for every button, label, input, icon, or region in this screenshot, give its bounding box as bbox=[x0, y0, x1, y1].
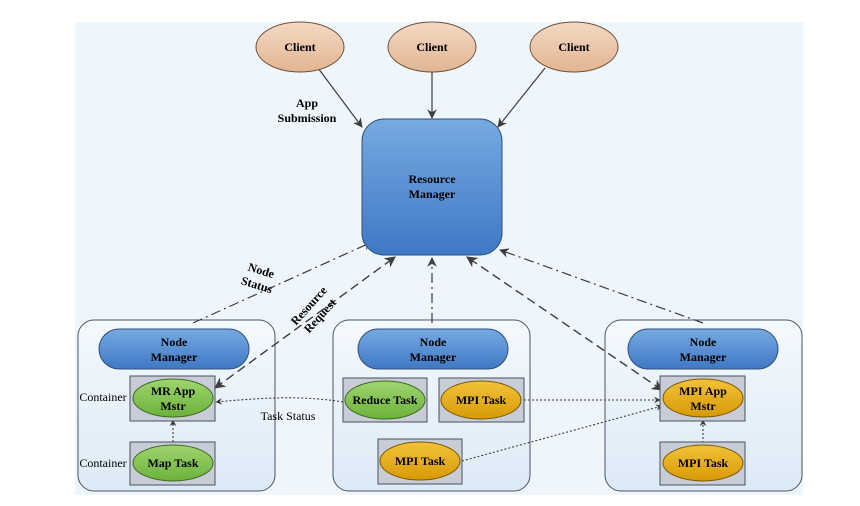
task-status-arrow bbox=[215, 397, 344, 405]
client-2-label: Client bbox=[416, 40, 447, 54]
task-status-label: Task Status bbox=[261, 409, 316, 423]
client-3: Client bbox=[529, 21, 619, 73]
node-manager-1-label-2: Manager bbox=[151, 350, 198, 364]
map-task-label: Map Task bbox=[147, 456, 198, 470]
node-status-arrow-1 bbox=[192, 241, 373, 324]
mr-app-master-label-1: MR App bbox=[151, 384, 196, 398]
node-manager-2-label-2: Manager bbox=[410, 350, 457, 364]
resource-request-arrow-right bbox=[466, 256, 663, 391]
mpi-task-to-master-arrow-2 bbox=[461, 404, 663, 462]
mpi-app-master-container: MPI App Mstr bbox=[659, 375, 746, 422]
client-1-submission-arrow bbox=[317, 67, 363, 128]
mpi-task-node3-label: MPI Task bbox=[678, 456, 729, 470]
resource-manager-label-2: Manager bbox=[409, 187, 456, 201]
node-manager-2-label-1: Node bbox=[420, 335, 447, 349]
reduce-task-label: Reduce Task bbox=[352, 393, 417, 407]
container-label-1: Container bbox=[79, 390, 126, 404]
node-manager-1: Node Manager bbox=[98, 328, 250, 370]
mpi-app-master-label-1: MPI App bbox=[679, 384, 727, 398]
container-label-2: Container bbox=[79, 456, 126, 470]
node-manager-3: Node Manager bbox=[627, 328, 779, 370]
mr-app-master-label-2: Mstr bbox=[160, 399, 186, 413]
app-submission-label-1: App bbox=[296, 96, 318, 110]
resource-manager: Resource Manager bbox=[361, 118, 503, 256]
mpi-task-container-bottom: MPI Task bbox=[377, 438, 463, 485]
mpi-app-master-label-2: Mstr bbox=[690, 399, 716, 413]
mpi-task-container-node3: MPI Task bbox=[659, 441, 746, 486]
reduce-task-container: Reduce Task bbox=[342, 377, 428, 423]
client-2: Client bbox=[387, 21, 477, 73]
mpi-task-container-top: MPI Task bbox=[438, 377, 525, 423]
client-1: Client bbox=[255, 21, 345, 73]
node-manager-3-label-2: Manager bbox=[680, 350, 727, 364]
mr-app-master-container: MR App Mstr bbox=[129, 375, 216, 422]
app-submission-label-2: Submission bbox=[278, 111, 337, 125]
node-manager-1-label-1: Node bbox=[161, 335, 188, 349]
resource-manager-label-1: Resource bbox=[408, 172, 456, 186]
node-manager-2: Node Manager bbox=[357, 328, 509, 370]
node-manager-3-label-1: Node bbox=[690, 335, 717, 349]
resource-request-arrow-left bbox=[214, 256, 396, 389]
client-3-label: Client bbox=[558, 40, 589, 54]
map-task-container: Map Task bbox=[129, 441, 216, 486]
client-1-label: Client bbox=[284, 40, 315, 54]
mpi-task-bottom-label: MPI Task bbox=[395, 454, 446, 468]
mpi-task-top-label: MPI Task bbox=[456, 393, 507, 407]
client-3-submission-arrow bbox=[497, 67, 546, 128]
